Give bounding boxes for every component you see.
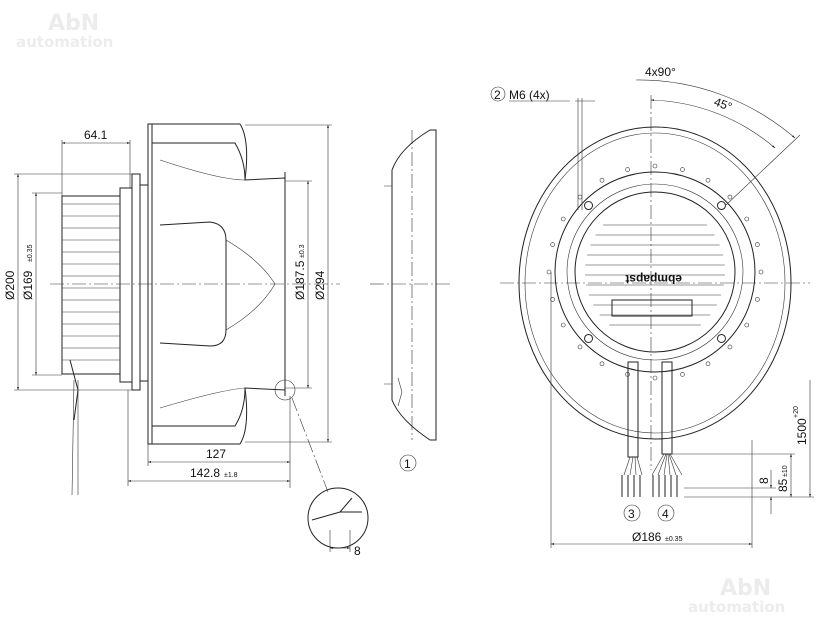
rim-hole: [705, 361, 711, 367]
dimension-8-pins: 8: [684, 470, 776, 514]
m6-callout: 2 M6 (4x): [490, 86, 595, 210]
svg-text:64.1: 64.1: [84, 128, 108, 142]
rim-hole: [599, 361, 605, 367]
watermark-bottom-right: AbN automation: [688, 576, 785, 616]
rim-hole: [680, 372, 685, 377]
dimension-142-8: 142.8 ±1.8: [127, 390, 290, 486]
rim-hole: [652, 375, 658, 381]
rim-hole: [625, 167, 630, 172]
detail-view: 8: [274, 379, 369, 558]
svg-text:3: 3: [628, 507, 635, 521]
svg-text:±10: ±10: [782, 465, 789, 477]
rim-hole: [755, 297, 760, 302]
svg-text:1: 1: [404, 457, 411, 471]
svg-text:4x90°: 4x90°: [645, 65, 676, 79]
rim-hole: [546, 269, 552, 275]
m6-mounting-hole: [716, 333, 726, 343]
dimension-294: Ø294: [245, 124, 332, 443]
rim-hole: [680, 167, 685, 172]
dimension-1500: 1500 +20: [684, 380, 814, 498]
side-view: 64.1 Ø200 Ø169 ±0.35 Ø187.5 ±0.3 Ø294: [3, 123, 369, 558]
rim-hole: [727, 344, 733, 350]
dimension-64-1: 64.1: [61, 128, 131, 196]
rim-hole: [744, 216, 750, 222]
m6-mounting-hole: [584, 333, 594, 343]
impeller: [147, 123, 286, 445]
svg-text:automation: automation: [16, 33, 113, 51]
svg-text:AbN: AbN: [48, 11, 99, 36]
svg-text:±0.35: ±0.35: [665, 536, 683, 543]
dimension-169: Ø169 ±0.35: [21, 192, 62, 376]
rim-hole: [560, 216, 566, 222]
svg-text:8: 8: [757, 477, 771, 484]
inlet-ring-side-view: 1: [370, 129, 450, 472]
svg-text:2: 2: [494, 88, 501, 102]
front-view: ebmpapst 3 4 2 M6 (4x): [490, 65, 814, 548]
rim-hole: [727, 194, 733, 200]
cable-3: 3: [621, 361, 643, 522]
rim-hole: [577, 194, 583, 200]
svg-text:+20: +20: [793, 406, 800, 418]
m6-mounting-hole: [716, 201, 726, 211]
dimension-85: 85 ±10: [672, 453, 795, 497]
dimension-127: 127: [147, 396, 291, 488]
svg-text:142.8: 142.8: [190, 466, 220, 480]
rim-hole: [755, 242, 760, 247]
svg-text:85: 85: [776, 478, 790, 492]
svg-text:Ø200: Ø200: [3, 270, 17, 300]
mounting-ring: [554, 171, 756, 373]
brand-label: ebmpapst: [625, 272, 682, 286]
rim-hole: [705, 177, 711, 183]
svg-text:Ø294: Ø294: [313, 270, 327, 300]
svg-text:Ø187.5: Ø187.5: [293, 260, 307, 300]
svg-text:Ø169: Ø169: [21, 270, 35, 300]
watermark-top-left: AbN automation: [16, 11, 113, 51]
svg-text:4: 4: [662, 507, 669, 521]
callout-circle-1: [399, 454, 417, 472]
svg-text:Ø186: Ø186: [632, 530, 662, 544]
rim-hole: [744, 322, 750, 328]
svg-text:AbN: AbN: [720, 576, 771, 601]
svg-text:±0.35: ±0.35: [27, 244, 34, 262]
m6-mounting-hole: [584, 201, 594, 211]
dimension-200: Ø200: [3, 173, 132, 391]
svg-text:8: 8: [354, 544, 361, 558]
svg-text:±1.8: ±1.8: [224, 472, 238, 479]
svg-text:M6 (4x): M6 (4x): [509, 88, 550, 102]
motor-body: [61, 173, 149, 496]
svg-text:±0.3: ±0.3: [299, 244, 306, 258]
rim-hole: [758, 269, 764, 275]
dimension-186: Ø186 ±0.35: [550, 272, 753, 548]
svg-text:1500: 1500: [795, 418, 809, 445]
svg-text:45°: 45°: [712, 95, 734, 114]
rim-hole: [560, 322, 566, 328]
svg-text:automation: automation: [688, 598, 785, 616]
rim-hole: [577, 344, 583, 350]
rim-hole: [652, 163, 658, 169]
rim-hole: [550, 242, 555, 247]
motor-housing: [574, 191, 736, 353]
angle-dimensions: 4x90° 45°: [635, 65, 801, 206]
rim-hole: [599, 177, 605, 183]
svg-text:127: 127: [206, 447, 226, 461]
dimension-187-5: Ø187.5 ±0.3: [285, 180, 312, 389]
cable-4: 4: [651, 361, 683, 522]
rim-hole: [550, 297, 555, 302]
